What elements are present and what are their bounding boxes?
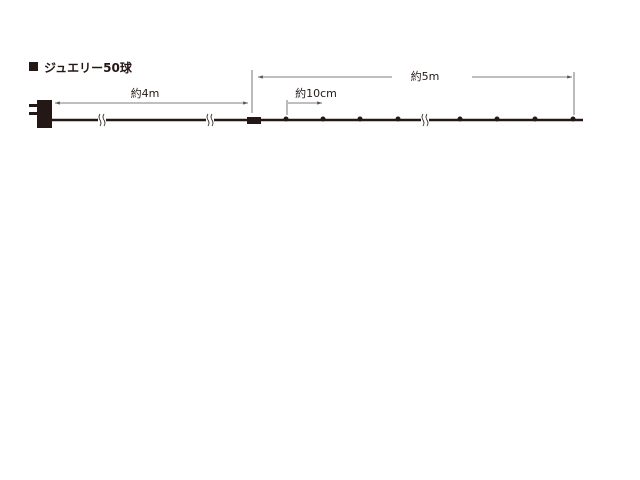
bulb <box>283 116 289 122</box>
light-length-label: 約5m <box>411 69 440 83</box>
connector <box>247 117 261 124</box>
bulb <box>494 116 500 122</box>
cord-length-dimension <box>55 70 253 113</box>
bulb-spacing-dimension <box>286 100 322 115</box>
bulb <box>320 116 326 122</box>
bulb <box>570 116 576 122</box>
cord-length-label: 約4m <box>131 86 160 100</box>
break-marks <box>98 113 429 127</box>
bulb <box>532 116 538 122</box>
plug-icon <box>29 100 52 128</box>
bulb <box>395 116 401 122</box>
bulb-spacing-label: 約10cm <box>295 86 337 100</box>
bulbs <box>283 116 576 122</box>
title: ジュエリー50球 <box>44 60 133 75</box>
light-length-dimension <box>258 72 575 115</box>
bulb <box>457 116 463 122</box>
bulb <box>357 116 363 122</box>
title-square-icon <box>29 62 38 71</box>
